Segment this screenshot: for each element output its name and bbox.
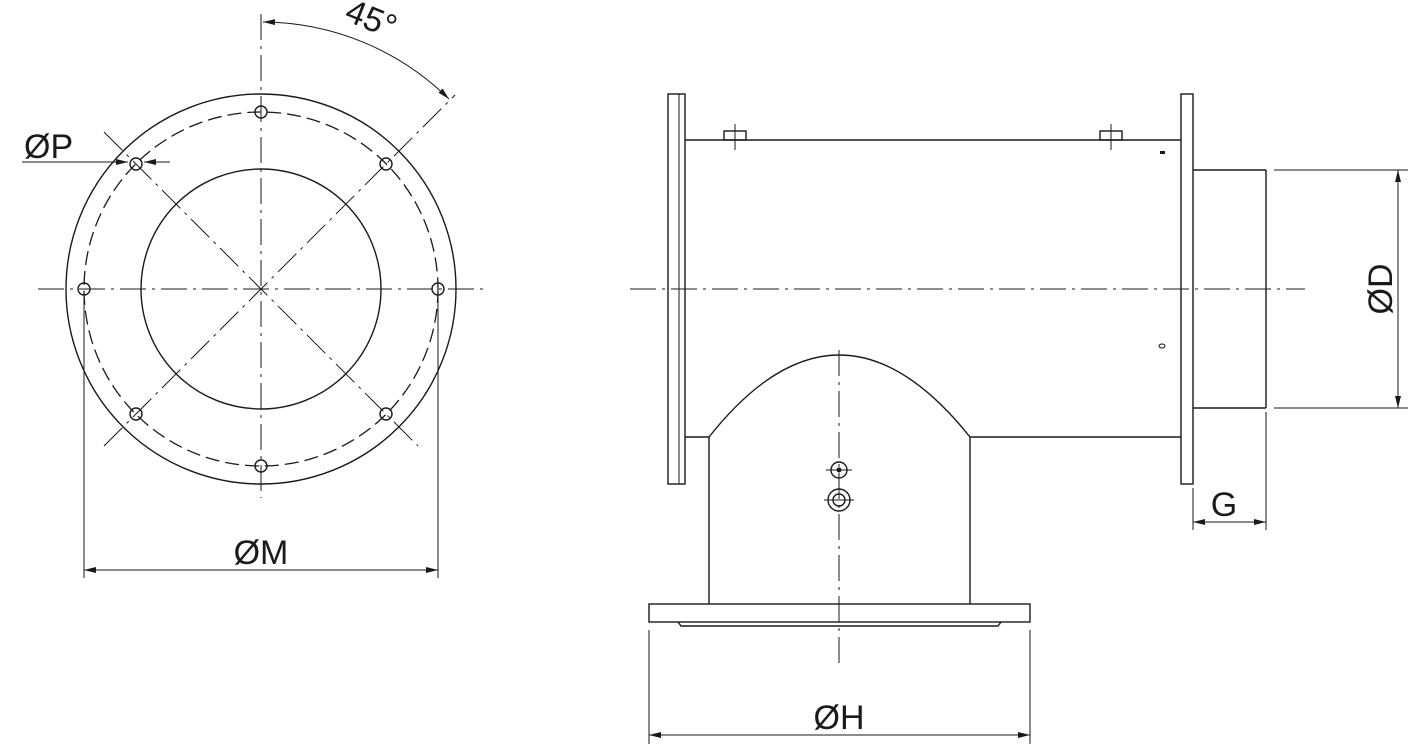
front-view: 45° ØP ØM — [22, 0, 484, 578]
bolt-hole — [379, 407, 393, 421]
fitting-large — [824, 488, 854, 512]
bolt-hole — [254, 459, 268, 473]
bolt-circle-label: ØM — [234, 534, 289, 572]
left-flange — [667, 93, 686, 485]
base-flange-lip — [677, 621, 1002, 627]
base-flange-label: ØH — [814, 699, 865, 737]
outlet-diameter-label: ØD — [1362, 264, 1400, 315]
diagonal-centerline-2 — [103, 131, 419, 447]
marker-dot-bottom — [1158, 343, 1166, 349]
bolt-hole — [379, 157, 393, 171]
right-flange — [1180, 93, 1194, 485]
bolt-holes — [77, 105, 445, 473]
bolt-top-left — [723, 124, 747, 150]
bolt-hole — [129, 407, 143, 421]
bolt-hole-label: ØP — [24, 128, 73, 166]
side-view: ØD G ØH — [630, 93, 1408, 744]
marker-dot-top — [1160, 151, 1165, 154]
fitting-small — [826, 461, 852, 479]
base-flange — [648, 603, 1031, 623]
diagonal-centerline-1 — [103, 94, 456, 447]
spigot-length-label: G — [1211, 486, 1237, 524]
angle-dimension-arc — [262, 19, 450, 100]
bolt-top-right — [1099, 124, 1123, 150]
bolt-hole — [254, 105, 268, 119]
angle-label: 45° — [340, 0, 402, 46]
bolt-hole — [129, 157, 143, 171]
